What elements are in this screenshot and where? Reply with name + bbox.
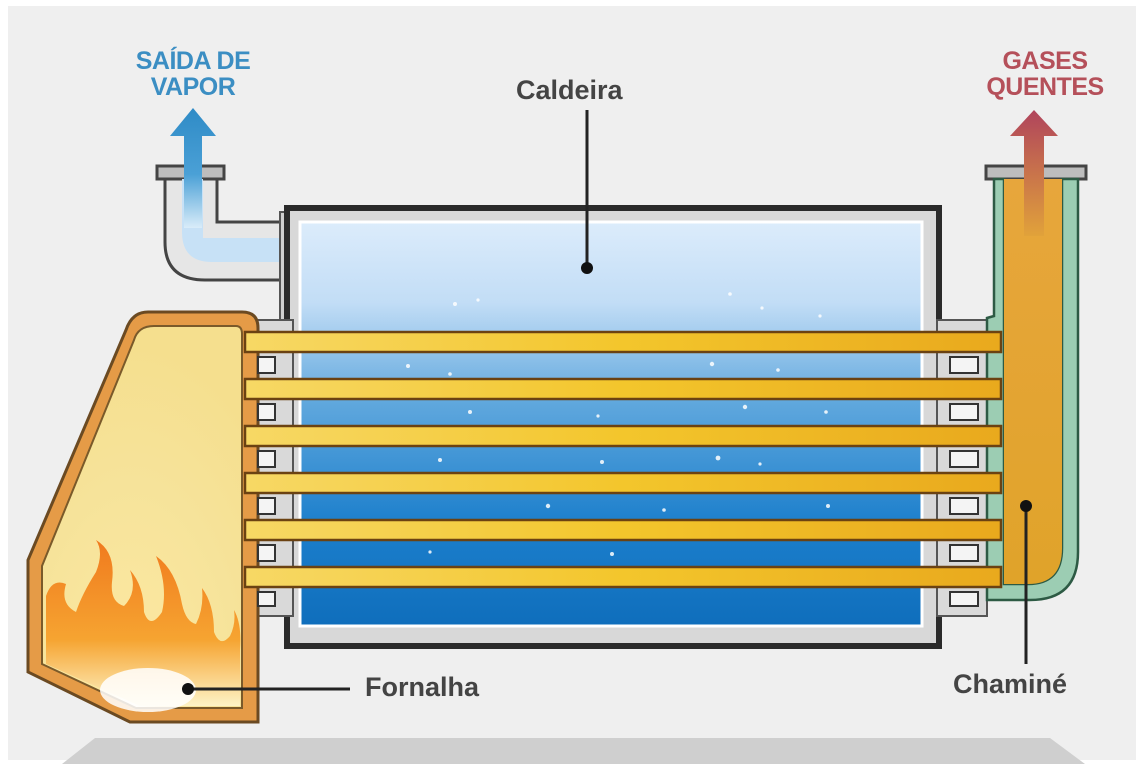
steam-bubbles	[406, 292, 830, 556]
hot-gases-label-line1: GASES	[1002, 47, 1088, 75]
steam-outlet-label: SAÍDA DE VAPOR	[118, 48, 268, 101]
leader-lines	[182, 110, 1032, 695]
hot-gases-label: GASES QUENTES	[970, 48, 1120, 101]
floor-shadow	[62, 738, 1085, 764]
arrow-up-icon	[1010, 110, 1058, 236]
chimney-label: Chaminé	[953, 669, 1068, 699]
boiler-label: Caldeira	[516, 75, 623, 105]
steam-outlet-label-line1: SAÍDA DE	[135, 47, 251, 75]
hot-gases-label-line2: QUENTES	[986, 73, 1104, 102]
arrow-up-icon	[170, 108, 216, 228]
flame-icon	[46, 540, 241, 706]
steam-outlet-label-line2: VAPOR	[150, 73, 236, 102]
boiler-water	[298, 220, 924, 628]
chimney	[984, 164, 1088, 602]
tube-sheet-bolts	[257, 356, 979, 607]
fire-tubes	[243, 330, 1003, 589]
furnace	[26, 310, 260, 724]
furnace-label: Fornalha	[365, 672, 480, 702]
